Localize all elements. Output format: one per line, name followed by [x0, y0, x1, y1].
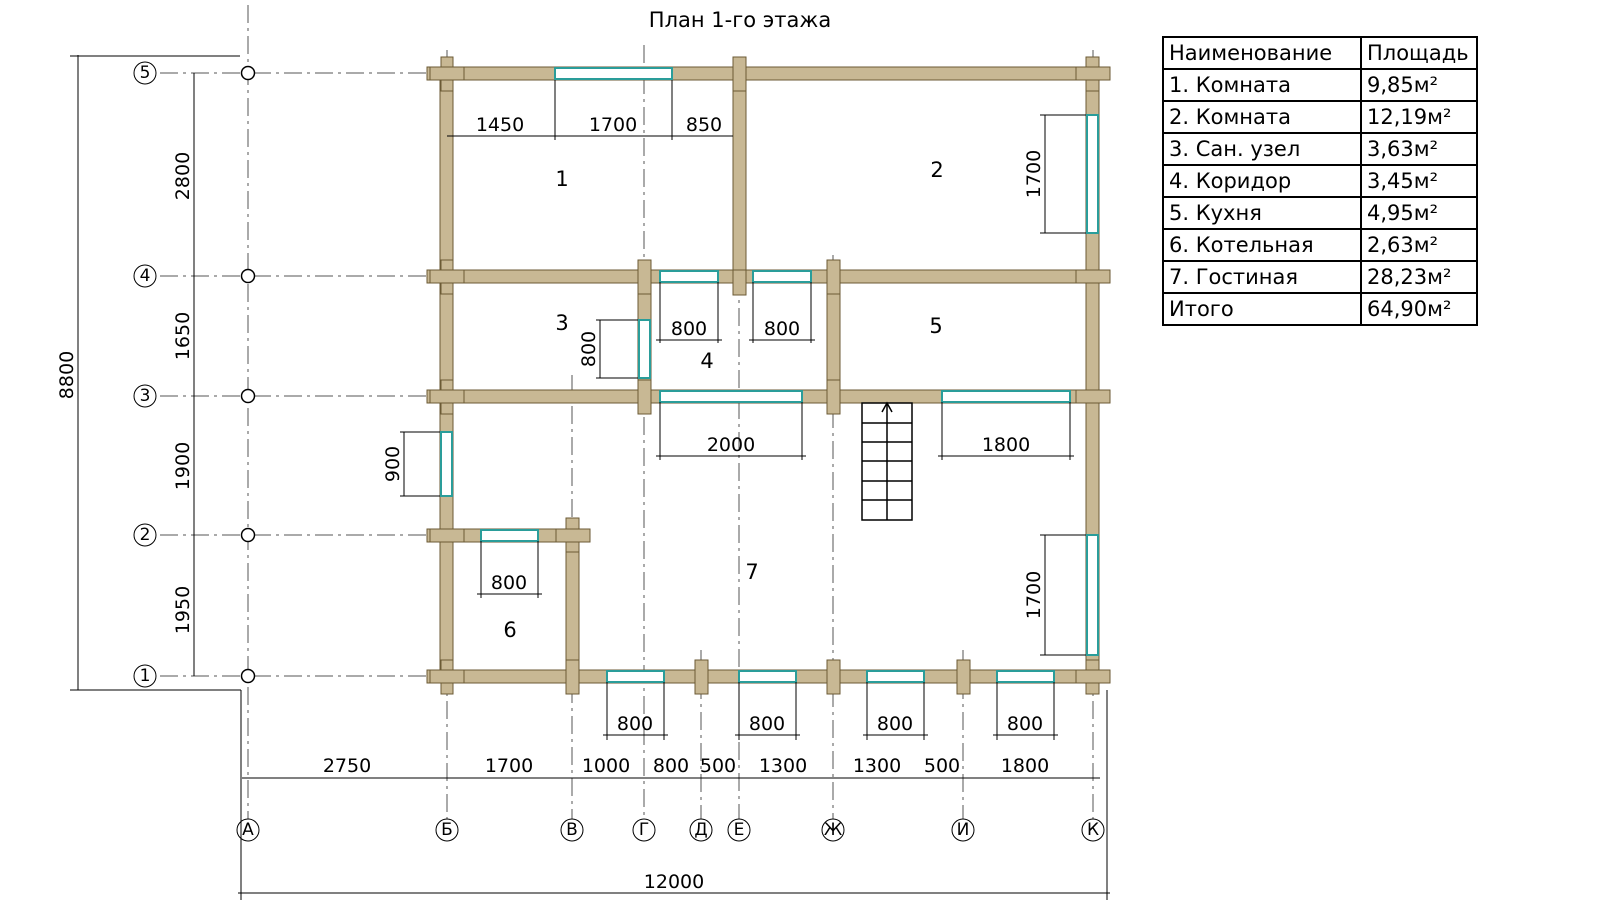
axis-label-d: Д — [694, 820, 707, 840]
dim-overall-width: 12000 — [644, 871, 704, 893]
dim-bottom-5: 500 — [700, 755, 736, 777]
dim-boiler-door: 800 — [491, 572, 527, 594]
axis-label-g: Г — [639, 820, 649, 840]
dim-left-2: 1900 — [172, 442, 194, 490]
dimension-texts: 12000 8800 2750 1700 1000 800 500 1300 1… — [56, 114, 1049, 893]
axis-label-v: В — [566, 820, 578, 840]
room-name: 1. Комната — [1162, 68, 1362, 102]
room-number-2: 2 — [930, 158, 943, 182]
dim-corridor-door-2: 800 — [764, 318, 800, 340]
dim-top-2: 1700 — [589, 114, 637, 136]
axis-label-e: Е — [734, 820, 745, 840]
axis-label-2: 2 — [140, 525, 151, 545]
axis-label-k: К — [1087, 820, 1099, 840]
room-name: 5. Кухня — [1162, 196, 1362, 230]
axis-label-3: 3 — [140, 386, 151, 406]
axis-label-b: Б — [441, 820, 453, 840]
dim-overall-height: 8800 — [56, 351, 78, 399]
log-ends — [429, 56, 1111, 695]
dim-bottom-3: 1000 — [582, 755, 630, 777]
room-area: 28,23м² — [1360, 260, 1478, 294]
room-area: 12,19м² — [1360, 100, 1478, 134]
table-header-area: Площадь — [1360, 36, 1478, 70]
dim-left-1: 1950 — [172, 586, 194, 634]
room-area: 4,95м² — [1360, 196, 1478, 230]
dim-bottom-7: 1300 — [853, 755, 901, 777]
axis-label-a: А — [242, 820, 254, 840]
table-header-row: Наименование Площадь — [1162, 36, 1478, 70]
dim-corridor-door-1: 800 — [671, 318, 707, 340]
dim-wc-door: 800 — [578, 331, 600, 367]
dim-bottom-1: 2750 — [323, 755, 371, 777]
dim-bottom-2: 1700 — [485, 755, 533, 777]
dim-living-2: 1800 — [982, 434, 1030, 456]
dim-right-window: 1700 — [1023, 571, 1045, 619]
room-name: 7. Гостиная — [1162, 260, 1362, 294]
room-area: 3,63м² — [1360, 132, 1478, 166]
room-name: 4. Коридор — [1162, 164, 1362, 198]
room-area: 3,45м² — [1360, 164, 1478, 198]
axis-label-4: 4 — [140, 266, 151, 286]
dim-room2-window: 1700 — [1023, 150, 1045, 198]
dim-bottom-window-3: 800 — [877, 713, 913, 735]
axis-label-5: 5 — [140, 63, 151, 83]
room-number-1: 1 — [555, 167, 568, 191]
room-number-6: 6 — [503, 618, 516, 642]
openings — [440, 67, 1099, 683]
plan-title: План 1-го этажа — [648, 8, 832, 32]
dim-living-1: 2000 — [707, 434, 755, 456]
room-area: 9,85м² — [1360, 68, 1478, 102]
dim-bottom-6: 1300 — [759, 755, 807, 777]
axis-bubbles: А Б В Г Д Е Ж И К 1 2 3 4 5 — [133, 61, 1105, 842]
total-label: Итого — [1162, 292, 1362, 326]
dim-bottom-8: 500 — [924, 755, 960, 777]
dim-bottom-9: 1800 — [1001, 755, 1049, 777]
room-number-5: 5 — [929, 314, 942, 338]
dim-bottom-4: 800 — [653, 755, 689, 777]
axis-label-zh: Ж — [824, 820, 842, 840]
staircase — [861, 401, 913, 521]
dim-bottom-window-2: 800 — [749, 713, 785, 735]
room-name: 6. Котельная — [1162, 228, 1362, 262]
room-name: 3. Сан. узел — [1162, 132, 1362, 166]
dim-left-3: 1650 — [172, 312, 194, 360]
room-number-3: 3 — [555, 311, 568, 335]
room-number-7: 7 — [745, 560, 758, 584]
dim-left-window: 900 — [382, 446, 404, 482]
table-header-name: Наименование — [1162, 36, 1362, 70]
dim-top-1: 1450 — [476, 114, 524, 136]
dim-bottom-window-1: 800 — [617, 713, 653, 735]
room-name: 2. Комната — [1162, 100, 1362, 134]
dimension-lines — [70, 55, 1110, 900]
room-area: 2,63м² — [1360, 228, 1478, 262]
room-numbers: 1 2 3 4 5 6 7 — [503, 158, 943, 642]
axis-points — [240, 65, 256, 684]
dim-top-3: 850 — [686, 114, 722, 136]
room-number-4: 4 — [700, 349, 713, 373]
axis-label-i: И — [957, 820, 970, 840]
dim-left-4: 2800 — [172, 152, 194, 200]
total-area: 64,90м² — [1360, 292, 1478, 326]
dim-bottom-window-4: 800 — [1007, 713, 1043, 735]
axis-label-1: 1 — [140, 666, 151, 686]
walls — [426, 66, 1100, 684]
